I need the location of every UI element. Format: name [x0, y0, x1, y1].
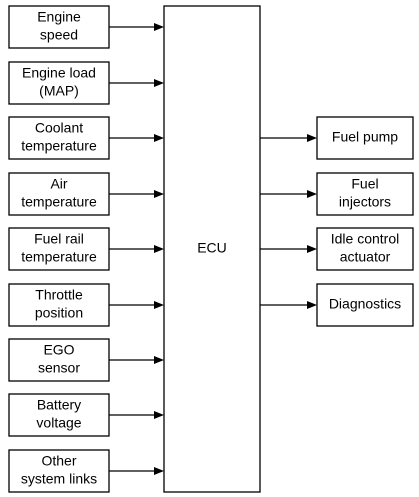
output-block-diagnostics: Diagnostics — [316, 283, 414, 327]
input-label-line-1: Engine — [37, 9, 81, 25]
arrowhead-icon — [154, 356, 164, 364]
input-label-line-1: EGO — [43, 342, 74, 358]
output-block-fuel-pump: Fuel pump — [316, 116, 414, 160]
output-arrow — [260, 245, 317, 253]
arrowhead-icon — [154, 190, 164, 198]
arrowhead-icon — [154, 301, 164, 309]
arrowhead-icon — [307, 190, 317, 198]
input-box — [8, 449, 110, 493]
arrowhead-icon — [154, 23, 164, 31]
input-label-line-2: sensor — [38, 360, 80, 376]
output-label-line-1: Diagnostics — [329, 296, 401, 312]
arrowhead-icon — [307, 134, 317, 142]
input-block-ego-sensor: EGO sensor — [8, 338, 110, 382]
input-arrow — [109, 467, 164, 475]
input-label-line-2: voltage — [36, 415, 81, 431]
input-arrow — [109, 411, 164, 419]
input-box — [8, 227, 110, 271]
input-arrow — [109, 356, 164, 364]
input-box — [8, 172, 110, 216]
output-arrow — [260, 134, 317, 142]
output-arrow — [260, 190, 317, 198]
output-block-fuel-injectors: Fuel injectors — [316, 172, 414, 216]
input-arrow — [109, 134, 164, 142]
input-label-line-1: Coolant — [35, 120, 83, 136]
output-box — [316, 172, 414, 216]
output-label-line-1: Idle control — [331, 231, 399, 247]
input-block-air-temperature: Air temperature — [8, 172, 110, 216]
input-arrow — [109, 23, 164, 31]
input-label-line-1: Battery — [37, 397, 81, 413]
input-label-line-1: Throttle — [35, 287, 83, 303]
output-arrow — [260, 301, 317, 309]
input-arrow — [109, 190, 164, 198]
input-arrow — [109, 301, 164, 309]
input-block-engine-speed: Engine speed — [8, 5, 110, 49]
ecu-label: ECU — [197, 240, 227, 256]
output-label-line-1: Fuel — [351, 176, 378, 192]
output-box — [316, 283, 414, 327]
input-block-throttle-position: Throttle position — [8, 283, 110, 327]
input-label-line-1: Air — [50, 176, 67, 192]
input-block-coolant-temperature: Coolant temperature — [8, 116, 110, 160]
output-label-line-1: Fuel pump — [332, 129, 398, 145]
input-label-line-1: Engine load — [22, 65, 96, 81]
input-box — [8, 393, 110, 437]
ecu-block: ECU — [163, 5, 261, 493]
output-label-line-2: actuator — [340, 249, 391, 265]
arrowhead-icon — [307, 245, 317, 253]
arrowhead-icon — [154, 134, 164, 142]
arrowhead-icon — [154, 411, 164, 419]
input-box — [8, 5, 110, 49]
input-box — [8, 338, 110, 382]
input-block-other-system-links: Other system links — [8, 449, 110, 493]
input-label-line-2: (MAP) — [39, 83, 79, 99]
input-label-line-2: speed — [40, 27, 78, 43]
input-block-battery-voltage: Battery voltage — [8, 393, 110, 437]
arrowhead-icon — [307, 301, 317, 309]
arrowhead-icon — [154, 467, 164, 475]
output-block-idle-control-actuator: Idle control actuator — [316, 227, 414, 271]
input-box — [8, 283, 110, 327]
ecu-box — [163, 5, 261, 493]
input-block-fuel-rail-temperature: Fuel rail temperature — [8, 227, 110, 271]
output-label-line-2: injectors — [339, 194, 391, 210]
input-label-line-2: position — [35, 305, 83, 321]
input-label-line-2: temperature — [21, 194, 97, 210]
input-arrow — [109, 245, 164, 253]
input-box — [8, 61, 110, 105]
input-arrow — [109, 79, 164, 87]
output-box — [316, 116, 414, 160]
input-block-engine-load: Engine load (MAP) — [8, 61, 110, 105]
arrowhead-icon — [154, 245, 164, 253]
input-label-line-1: Fuel rail — [34, 231, 84, 247]
arrowhead-icon — [154, 79, 164, 87]
input-label-line-2: temperature — [21, 249, 97, 265]
input-label-line-1: Other — [41, 453, 76, 469]
input-label-line-2: temperature — [21, 138, 97, 154]
input-label-line-2: system links — [21, 471, 97, 487]
